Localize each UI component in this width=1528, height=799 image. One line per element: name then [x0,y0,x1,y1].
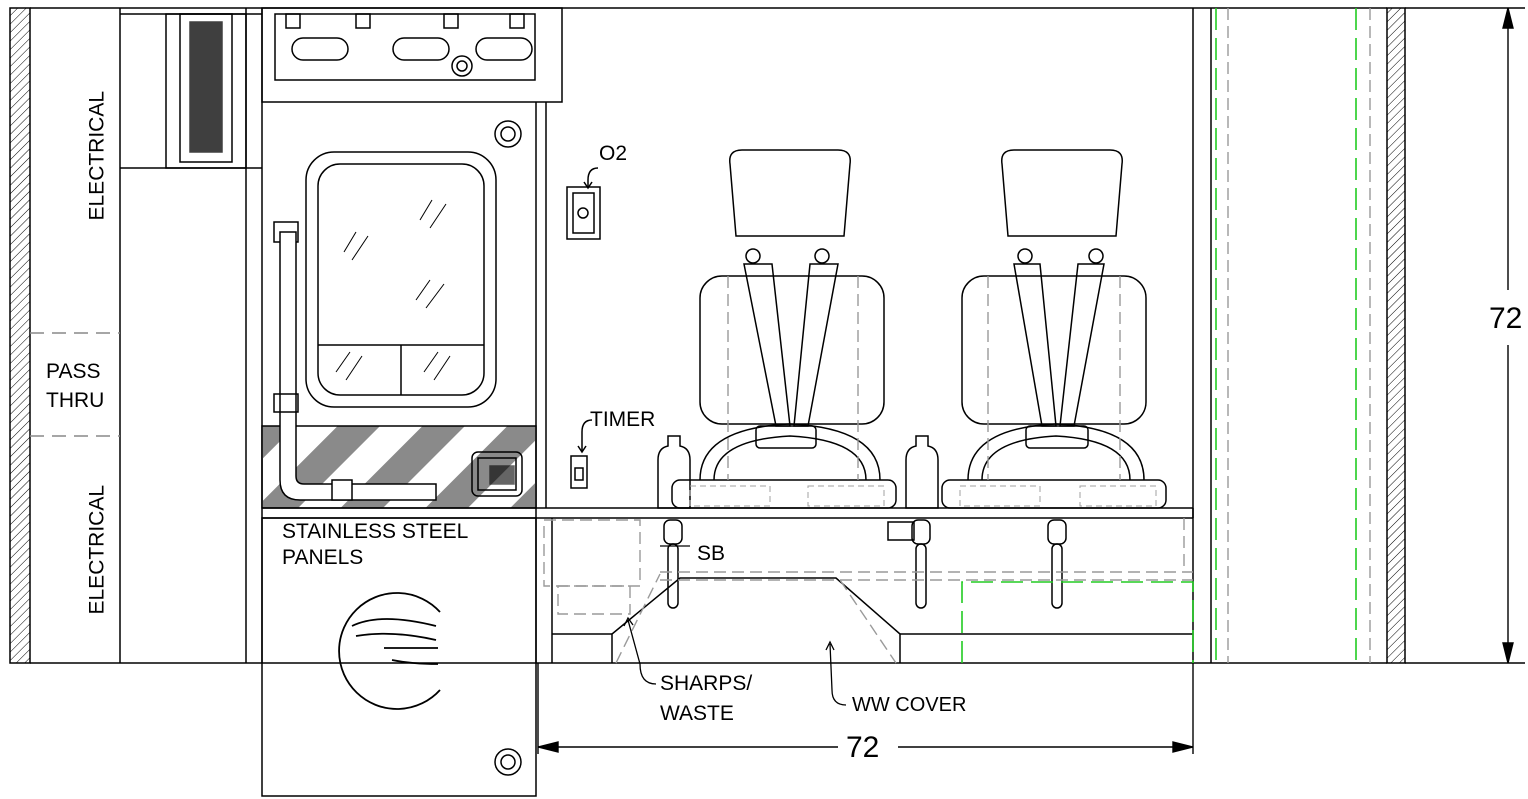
door-window [305,151,497,408]
width-dimension-value: 72 [846,731,880,764]
seat-icon [941,149,1167,509]
electrical-top-label: ELECTRICAL [85,90,109,221]
horizontal-dimension [537,663,1194,754]
stainless-label-2: PANELS [282,546,364,569]
ww-cover-label: WW COVER [852,694,967,716]
oxygen-outlet-icon [566,186,601,240]
right-wall-hatch [1386,7,1406,664]
o2-label: O2 [599,142,628,165]
sharps-label-1: SHARPS/ [660,672,753,695]
sb-label: SB [697,542,726,565]
electrical-bottom-label: ELECTRICAL [85,484,109,615]
sharps-label-2: WASTE [660,702,734,725]
height-dimension-value: 72 [1489,302,1523,335]
seat-icon [671,149,897,509]
bottle-left [657,435,691,509]
door-latch [471,451,523,497]
pass-thru-label-1: PASS [46,360,101,383]
left-wall-hatch [9,7,31,664]
vertical-dimension [1405,7,1525,664]
manufacturer-logo-icon [338,592,441,710]
ww-cover [611,577,901,663]
pass-thru-label-2: THRU [46,389,105,412]
timer-switch-icon [570,455,588,489]
timer-label: TIMER [590,408,656,431]
seatbelt-buckle-icon [663,519,1067,609]
upper-storage-cabinet [261,7,563,103]
lower-compartment [261,517,537,797]
stainless-label-1: STAINLESS STEEL [282,520,469,543]
bottle-center [905,435,939,509]
vent-grille-icon [179,13,233,163]
